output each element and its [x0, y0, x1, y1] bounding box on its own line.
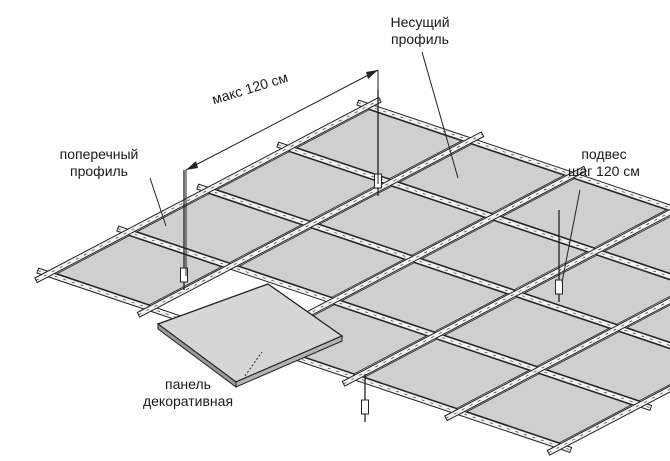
decorative-panel-side: [235, 335, 343, 388]
ceiling-panels: [56, 109, 670, 444]
ceiling-panel: [136, 193, 303, 264]
hanger-label-line1: подвес: [581, 146, 627, 162]
cross-profile-label-line2: профиль: [70, 163, 128, 179]
main-profile-bar-slots: [35, 99, 381, 281]
cross-profile-label: поперечный профиль: [36, 146, 162, 180]
panel-label-line1: панель: [165, 376, 211, 392]
span-arrow-left: [186, 161, 198, 170]
cross-profile-bar-slots: [357, 102, 670, 208]
hanger-label: подвес шаг 120 см: [548, 146, 660, 180]
hanger-clip: [361, 399, 369, 415]
main-profile-label-line1: Несущий: [390, 14, 450, 30]
ceiling-panel: [318, 185, 485, 256]
ceiling-panel: [443, 296, 610, 367]
cross-profile-bar-slots: [117, 228, 651, 409]
main-profile-bar-slots: [343, 212, 670, 385]
main-profile-bar: [444, 297, 670, 422]
cross-profile-bar-slots: [37, 270, 571, 451]
span-dimension-line: [185, 69, 379, 171]
ceiling-panel: [341, 262, 508, 333]
main-profile-bar-slots: [445, 300, 670, 419]
hanger-label-line2: шаг 120 см: [568, 163, 640, 179]
cross-profile-leader: [149, 177, 167, 227]
main-profile-bar-slots: [138, 133, 483, 316]
ceiling-panel: [546, 331, 670, 402]
main-profile-bar: [341, 208, 670, 387]
ceiling-panel: [466, 373, 633, 444]
ceiling-panel: [238, 227, 405, 298]
cross-profile-bar-slots: [197, 186, 670, 346]
decorative-panel-face: [156, 283, 344, 383]
ceiling-panel: [363, 338, 530, 409]
main-profile-label-line2: профиль: [391, 31, 449, 47]
decorative-panel: [156, 283, 344, 388]
main-profile-label: Несущий профиль: [368, 14, 472, 48]
hanger-clip: [180, 267, 188, 283]
ceiling-panel: [603, 216, 670, 274]
ceiling-panel: [626, 304, 670, 343]
hanger-leader: [561, 189, 581, 283]
cross-profile-label-line1: поперечный: [59, 146, 139, 162]
panel-label-line2: декоративная: [142, 393, 234, 409]
main-profile-bar: [546, 385, 670, 456]
ceiling-panel: [56, 235, 223, 306]
panel-leader: [244, 351, 263, 377]
ceiling-panel: [501, 178, 668, 249]
leader-lines: [149, 51, 581, 377]
main-profile-bar: [34, 96, 382, 284]
main-profile-bar: [136, 131, 485, 318]
span-arrow-right: [366, 70, 378, 79]
panel-label: панель декоративная: [128, 376, 248, 410]
main-profile-bar-slots: [548, 388, 670, 454]
ceiling-panel: [296, 109, 463, 180]
hanger-clip: [555, 279, 563, 295]
grid-profiles: [34, 96, 670, 456]
main-profile-leader: [421, 51, 459, 179]
ceiling-panel: [398, 143, 565, 214]
ceiling-panel: [421, 220, 588, 291]
ceiling-panel: [523, 254, 670, 325]
cross-profile-bar-slots: [277, 144, 670, 277]
